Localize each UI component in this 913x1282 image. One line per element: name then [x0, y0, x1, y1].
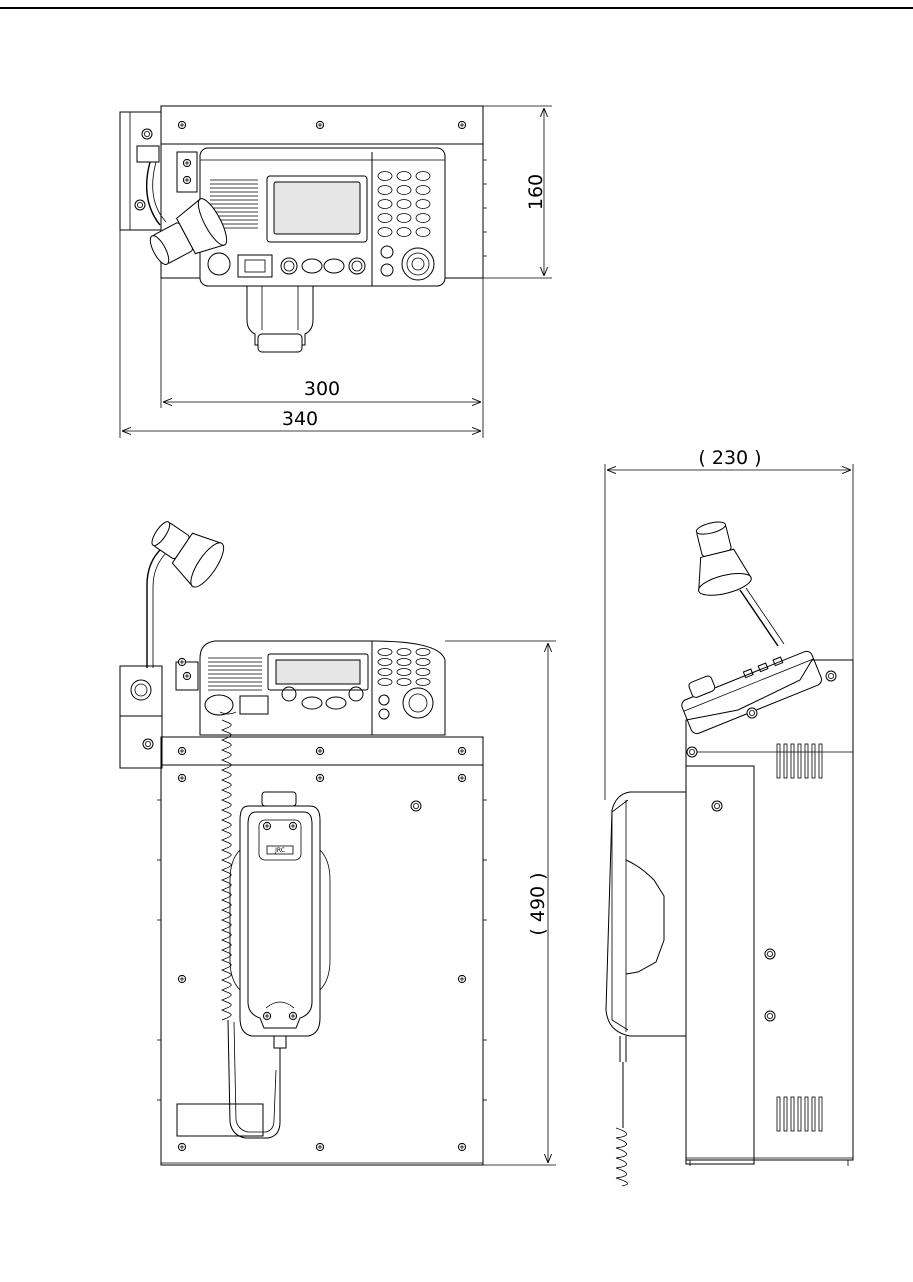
- front-view: JRC ( 490 ): [120, 509, 556, 1165]
- dim-230-label: ( 230 ): [698, 447, 761, 469]
- dim-300-label: 300: [304, 378, 340, 400]
- dim-340-label: 340: [282, 408, 318, 430]
- dim-490-label: ( 490 ): [527, 872, 549, 935]
- top-view: 160 300 340: [120, 106, 552, 438]
- coiled-cord: [220, 712, 236, 1020]
- side-view: ( 230 ): [605, 447, 853, 1186]
- dim-160-label: 160: [525, 174, 547, 210]
- handset-logo: JRC: [274, 847, 285, 854]
